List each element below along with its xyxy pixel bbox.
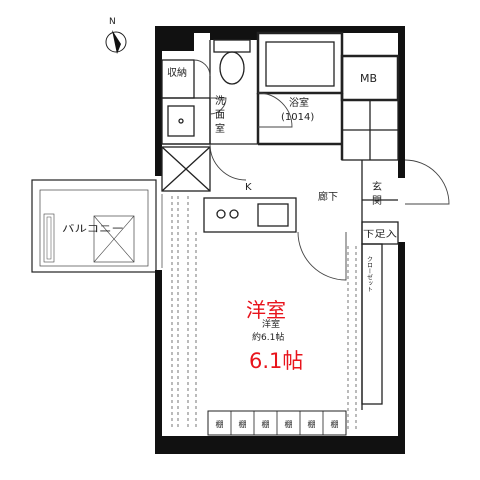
- entrance-label-2: 関: [372, 195, 382, 207]
- storage-label: 収納: [167, 66, 187, 79]
- shelf-label: 棚: [262, 419, 270, 429]
- kitchen-label: K: [245, 182, 252, 193]
- compass-north-label: N: [109, 17, 116, 27]
- shoe-storage-label: 下足入: [363, 229, 397, 240]
- interior-walls: [161, 31, 400, 410]
- compass: N: [105, 17, 127, 54]
- room-labels: 収納 洗 面 室 浴室 (1014) MB K 廊下 玄 関 下足入 クローゼッ…: [167, 66, 397, 343]
- western-room-label: 洋室: [262, 318, 280, 330]
- shelf-label: 棚: [239, 419, 247, 429]
- shelf-label: 棚: [308, 419, 316, 429]
- corridor-label: 廊下: [318, 190, 338, 203]
- highlight-room-name: 洋室: [246, 298, 286, 322]
- mb-label: MB: [360, 72, 377, 85]
- windows: [161, 194, 357, 430]
- shelf-label: 棚: [331, 419, 339, 429]
- washroom-label-1: 洗: [215, 95, 225, 107]
- bathroom-label: 浴室: [289, 96, 309, 109]
- washroom-label-3: 室: [215, 122, 225, 135]
- balcony-label: バルコニー: [62, 224, 124, 235]
- closet-label: クローゼット: [366, 256, 373, 292]
- western-room-size-label: 約6.1帖: [252, 331, 284, 343]
- washroom-label-2: 面: [215, 110, 225, 121]
- shelf-label: 棚: [216, 419, 224, 429]
- doors: [193, 59, 450, 281]
- entrance-label-1: 玄: [372, 180, 382, 193]
- highlight-labels: 洋室 6.1帖: [246, 298, 303, 373]
- balcony: バルコニー: [31, 179, 157, 273]
- highlight-room-size: 6.1帖: [249, 349, 303, 373]
- shelf-label: 棚: [285, 419, 293, 429]
- compass-arrow-icon: [112, 30, 121, 54]
- bathroom-size-label: (1014): [281, 112, 314, 123]
- outer-walls: [155, 26, 405, 454]
- shelf-row: 棚棚棚棚棚棚: [207, 410, 347, 436]
- compass-circle: [105, 31, 127, 53]
